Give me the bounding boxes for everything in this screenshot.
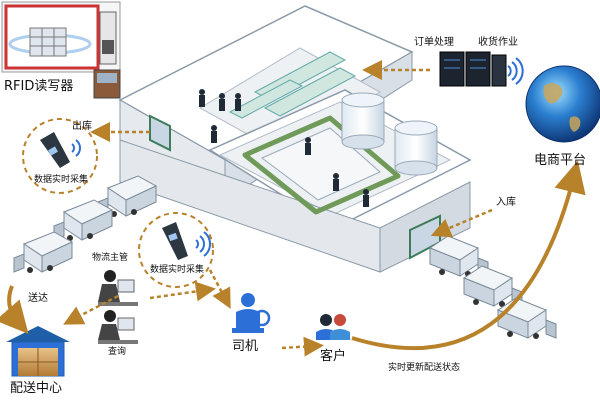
query-label: 查询 bbox=[108, 347, 127, 357]
ecommerce-platform-label: 电商平台 bbox=[534, 153, 587, 168]
data-collect-mid-label: 数据实时采集 bbox=[150, 265, 205, 275]
driver-icon bbox=[232, 293, 271, 333]
rfid-terminal bbox=[93, 69, 121, 99]
scanner-circle-top bbox=[22, 118, 98, 194]
status-update-label: 实时更新配送状态 bbox=[388, 363, 461, 373]
delivery-label: 送达 bbox=[28, 293, 48, 304]
workers bbox=[199, 89, 369, 207]
rfid-reader-label: RFID读写器 bbox=[4, 79, 74, 94]
distribution-center-label: 配送中心 bbox=[10, 381, 63, 396]
logistics-manager-label: 物流主管 bbox=[92, 253, 129, 263]
scanner-circle-middle bbox=[138, 212, 214, 288]
driver-label: 司机 bbox=[232, 339, 259, 354]
customer-label: 客户 bbox=[320, 349, 347, 364]
flow-arrows bbox=[63, 60, 493, 357]
receiving-label: 收货作业 bbox=[478, 37, 518, 48]
storage-racks bbox=[228, 51, 357, 119]
trucks-outbound bbox=[13, 175, 158, 273]
storage-tanks bbox=[341, 92, 438, 176]
customer-icon bbox=[316, 314, 350, 340]
distribution-center-icon bbox=[6, 326, 70, 377]
server-rack-icon bbox=[439, 51, 507, 87]
inbound-label: 入库 bbox=[496, 197, 516, 208]
data-collect-top-label: 数据实时采集 bbox=[34, 175, 89, 185]
curved-arrows bbox=[0, 160, 586, 351]
query-figure bbox=[98, 310, 138, 344]
order-processing-label: 订单处理 bbox=[414, 37, 454, 48]
wifi-icon-server bbox=[507, 57, 524, 85]
logistics-manager-figure bbox=[98, 270, 138, 306]
rfid-reader-inset bbox=[1, 1, 121, 73]
trucks-inbound bbox=[428, 235, 557, 339]
outbound-label: 出库 bbox=[72, 121, 92, 132]
globe-icon bbox=[525, 65, 600, 143]
